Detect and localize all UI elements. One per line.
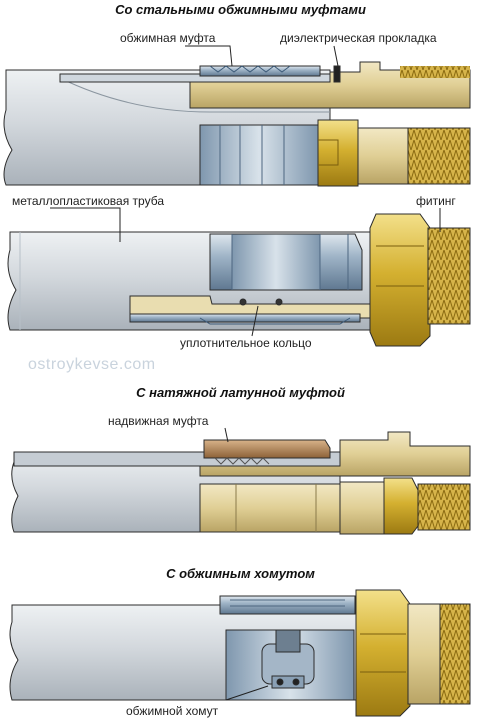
section-title-brass-sleeve: С натяжной латунной муфтой [136,385,345,400]
assembly-2 [7,213,471,347]
watermark: ostroykevse.com [28,356,156,373]
label-sliding-sleeve: надвижная муфта [108,414,209,428]
section-title-steel-sleeves: Со стальными обжимными муфтами [115,2,366,17]
label-fitting: фитинг [416,194,456,208]
label-o-ring: уплотнительное кольцо [180,336,312,350]
section-title-crimp-clamp: С обжимным хомутом [166,566,315,581]
label-crimp-clamp: обжимной хомут [126,704,219,718]
assembly-3 [11,431,471,535]
assembly-1 [3,61,471,187]
leader-lines [50,45,441,701]
label-crimp-sleeve: обжимная муфта [120,31,216,45]
assembly-4 [9,589,471,717]
label-dielectric-gasket: диэлектрическая прокладка [280,31,437,45]
label-metal-plastic-pipe: металлопластиковая труба [12,194,164,208]
